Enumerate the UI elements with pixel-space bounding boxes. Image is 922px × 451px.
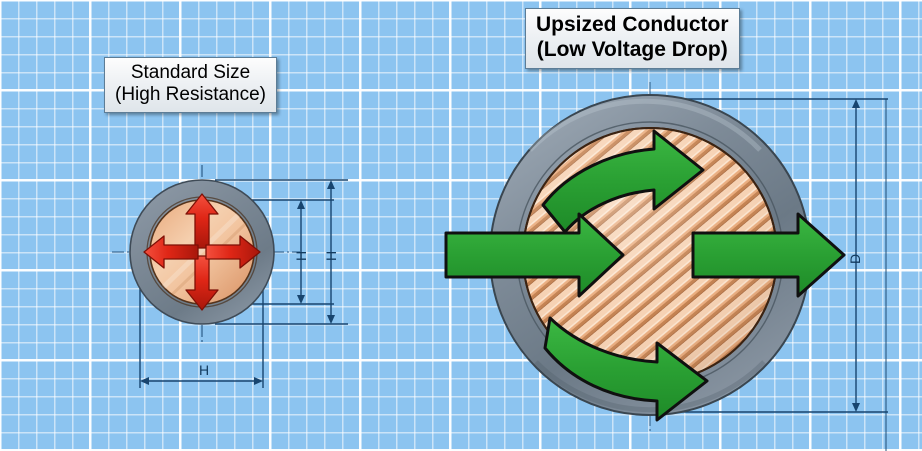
arrow-straight-through-green	[444, 212, 846, 298]
callout-left-line2: (High Resistance)	[115, 84, 266, 106]
dimension-label-left-outer-h: H	[323, 250, 339, 261]
dimension-label-left-inner-h: H	[293, 250, 309, 261]
right-current-flow-arrows	[444, 129, 846, 422]
callout-left-line1: Standard Size	[130, 62, 251, 83]
callout-upsized-conductor: Upsized Conductor (Low Voltage Drop)	[525, 8, 740, 69]
arrow-down-red	[185, 255, 219, 311]
right-dimension-lines	[660, 98, 888, 451]
dimension-label-left-horizontal-h: H	[198, 362, 210, 378]
arrow-left-red	[143, 235, 199, 269]
left-resistance-arrows	[143, 193, 261, 311]
arrow-curved-top-green	[541, 129, 705, 234]
callout-right-line2: (Low Voltage Drop)	[536, 37, 728, 61]
arrow-right-red	[205, 235, 261, 269]
dimension-label-right-d: D	[847, 253, 863, 264]
callout-standard-size: Standard Size (High Resistance)	[104, 57, 277, 113]
callout-right-line1: Upsized Conductor	[536, 13, 729, 36]
arrow-up-red	[185, 193, 219, 249]
arrow-curved-bottom-green	[543, 316, 709, 422]
left-dimension-lines	[139, 179, 348, 388]
